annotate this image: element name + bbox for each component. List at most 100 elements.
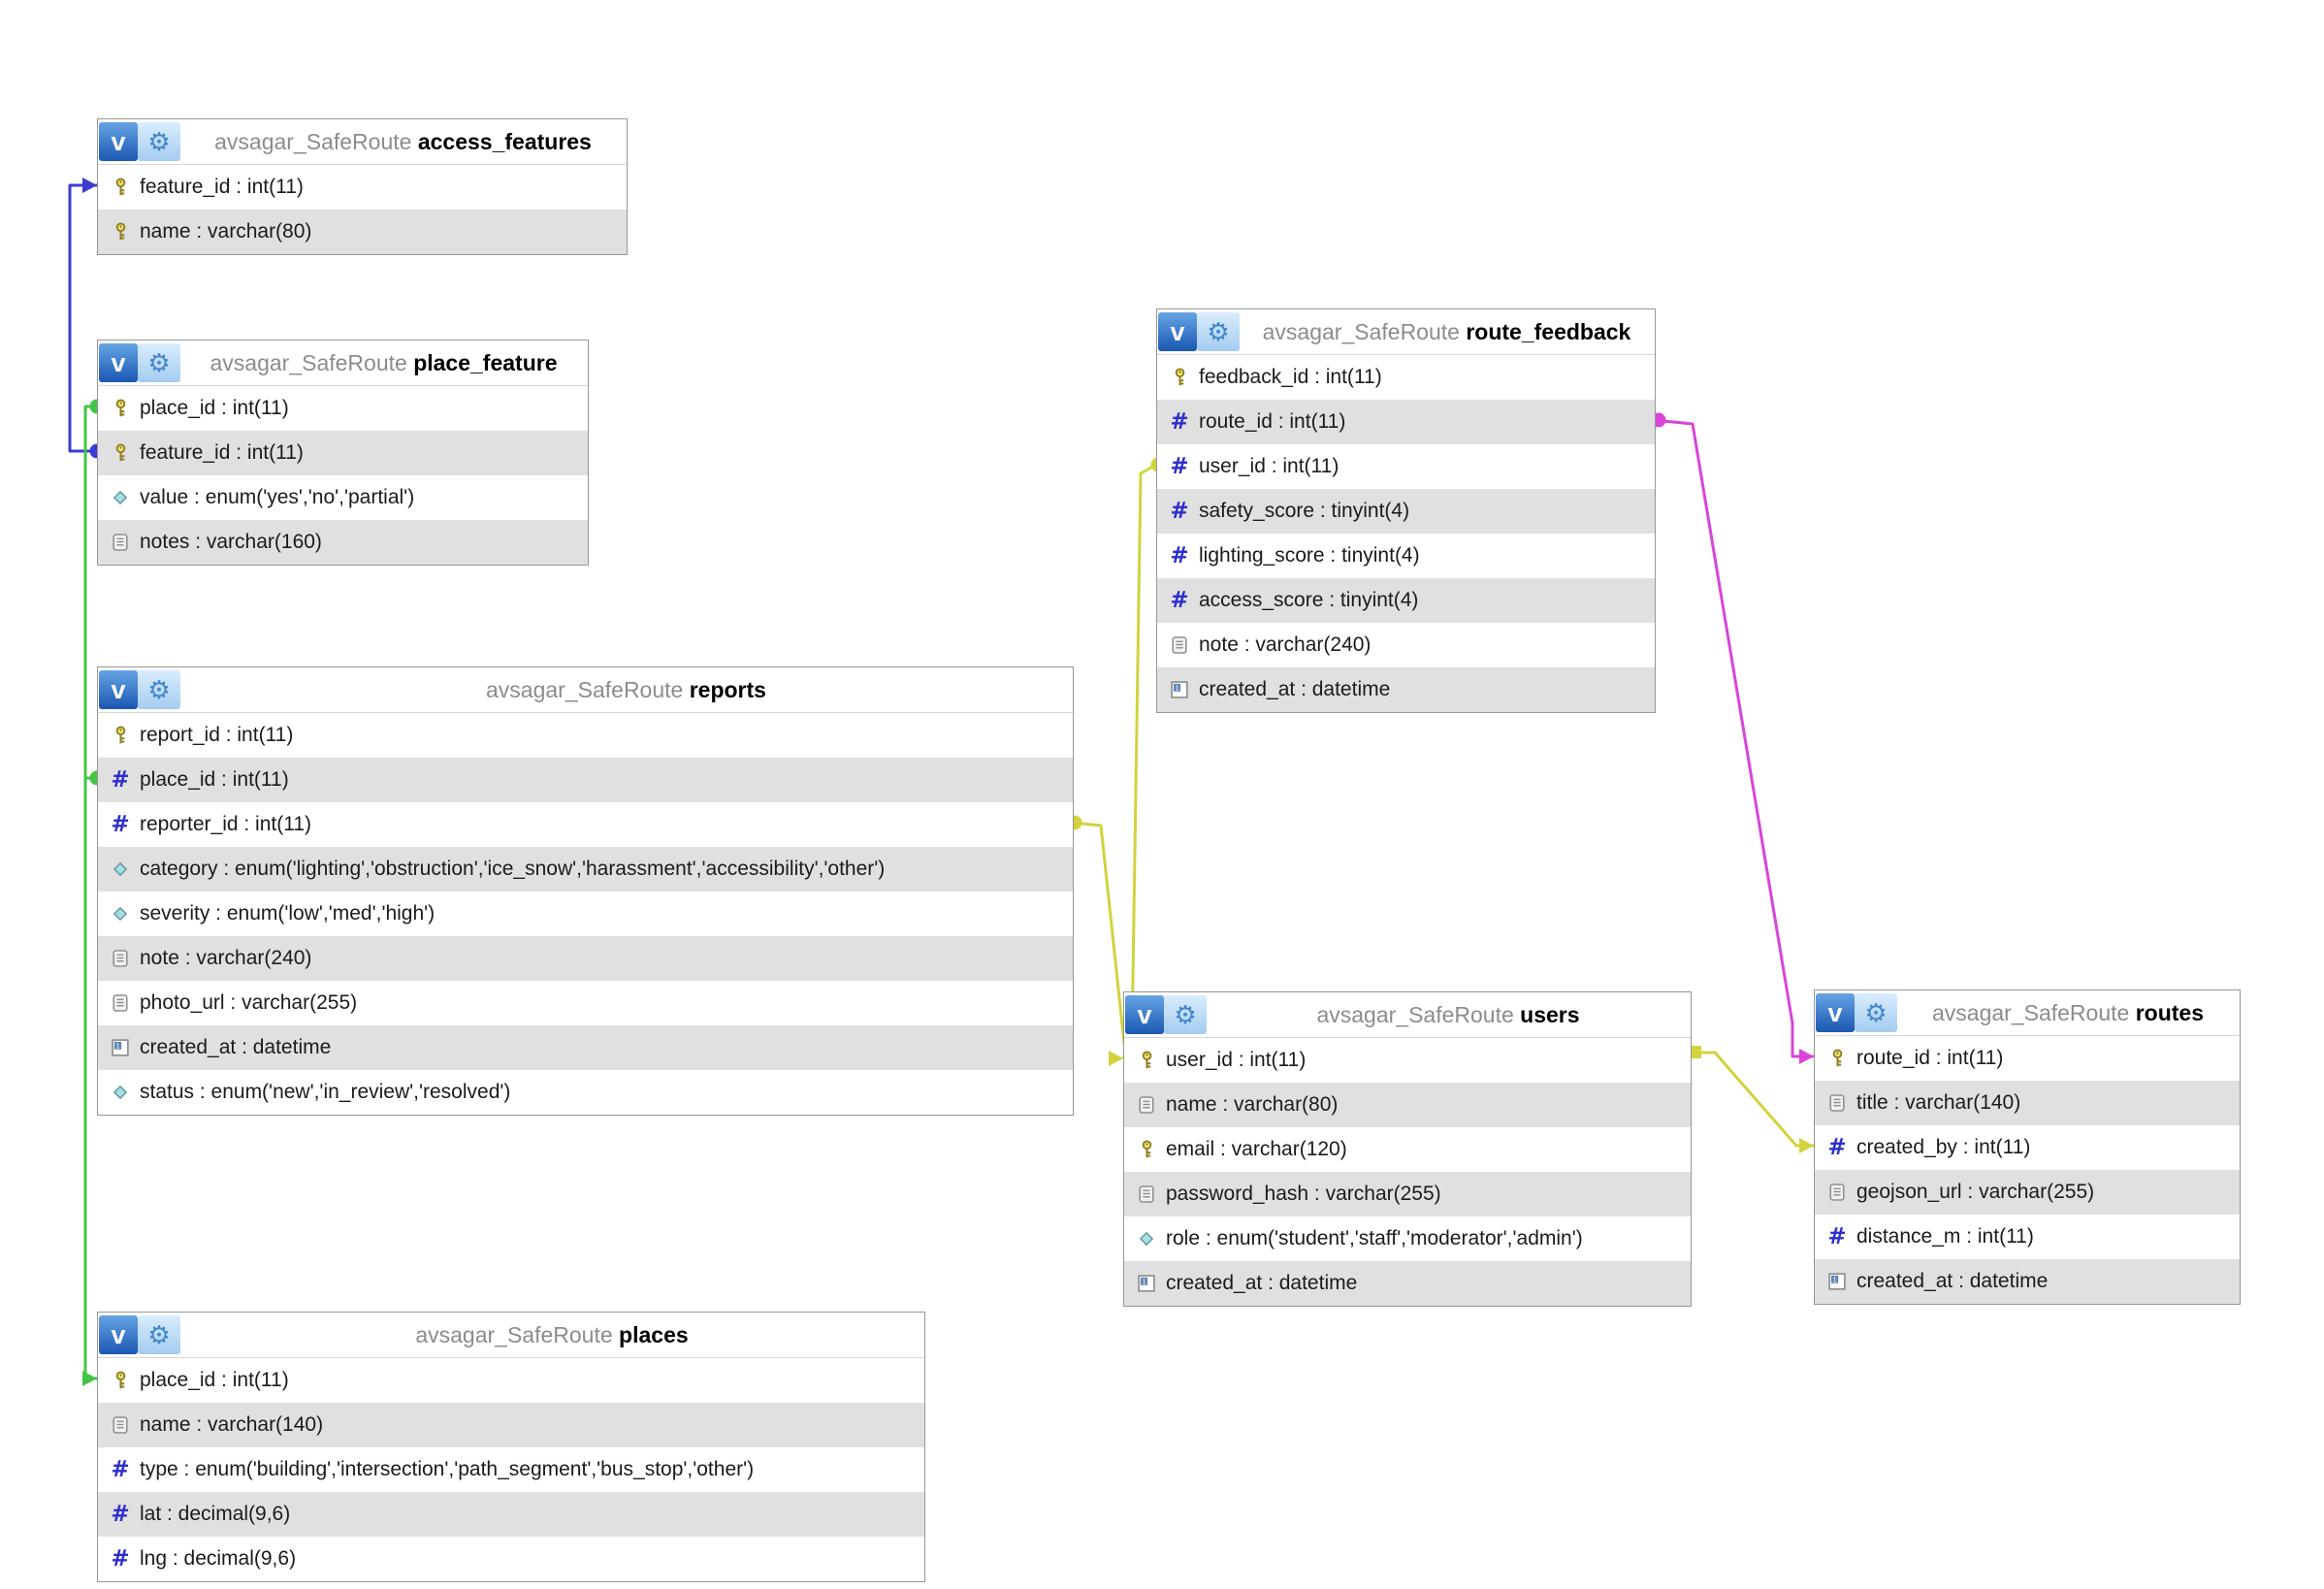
table-options-gear-icon[interactable]: ⚙ xyxy=(1197,312,1240,351)
table-options-gear-icon[interactable]: ⚙ xyxy=(138,122,180,161)
primary-key-icon xyxy=(1136,1051,1157,1070)
relation-place_feature_place_id-to-places_place_id xyxy=(83,405,97,1380)
primary-key-icon xyxy=(110,399,131,418)
table-header[interactable]: v⚙avsagar_SafeRoute routes xyxy=(1815,990,2240,1036)
column-feature_id[interactable]: feature_id : int(11) xyxy=(98,165,627,210)
datetime-icon: 1 xyxy=(110,1039,131,1056)
column-distance_m[interactable]: #distance_m : int(11) xyxy=(1815,1215,2240,1259)
table-header[interactable]: v⚙ avsagar_SafeRoute reports xyxy=(98,667,1073,713)
table-title: avsagar_SafeRoute reports xyxy=(486,676,766,702)
table-header[interactable]: v⚙avsagar_SafeRoute access_features xyxy=(98,119,627,165)
index-icon: # xyxy=(111,812,130,837)
primary-key-icon xyxy=(1136,1140,1157,1159)
column-place_id[interactable]: place_id : int(11) xyxy=(98,1358,924,1403)
column-place_id[interactable]: #place_id : int(11) xyxy=(98,758,1073,802)
relation-routes_created_by-to-users_user_id xyxy=(1690,1051,1814,1148)
column-photo_url[interactable]: photo_url : varchar(255) xyxy=(98,981,1073,1025)
column-feedback_id[interactable]: feedback_id : int(11) xyxy=(1157,355,1655,400)
index-icon: # xyxy=(111,767,130,793)
table-header[interactable]: v⚙avsagar_SafeRoute place_feature xyxy=(98,340,588,386)
index-icon: # xyxy=(111,1457,130,1482)
column-place_id[interactable]: place_id : int(11) xyxy=(98,386,588,431)
column-user_id[interactable]: #user_id : int(11) xyxy=(1157,444,1655,489)
toggle-view-icon[interactable]: v xyxy=(99,1315,138,1354)
toggle-view-icon[interactable]: v xyxy=(99,343,138,382)
text-field-icon xyxy=(1136,1184,1157,1204)
column-note[interactable]: note : varchar(240) xyxy=(98,936,1073,981)
relation-endpoint-arrow xyxy=(1799,1138,1814,1153)
toggle-view-icon[interactable]: v xyxy=(99,670,138,709)
table-reports[interactable]: v⚙ avsagar_SafeRoute reports report_id : i… xyxy=(97,666,1074,1116)
primary-key-icon xyxy=(110,178,131,197)
table-title: avsagar_SafeRoute route_feedback xyxy=(1262,318,1631,344)
column-status[interactable]: status : enum('new','in_review','resolve… xyxy=(98,1070,1073,1115)
column-title[interactable]: title : varchar(140) xyxy=(1815,1081,2240,1125)
table-header[interactable]: v⚙avsagar_SafeRoute places xyxy=(98,1313,924,1358)
primary-key-icon xyxy=(110,1371,131,1390)
column-route_id[interactable]: #route_id : int(11) xyxy=(1157,400,1655,444)
toggle-view-icon[interactable]: v xyxy=(99,122,138,161)
text-field-icon xyxy=(110,993,131,1013)
primary-key-icon xyxy=(110,443,131,463)
column-access_score[interactable]: #access_score : tinyint(4) xyxy=(1157,578,1655,623)
table-options-gear-icon[interactable]: ⚙ xyxy=(1855,993,1897,1032)
column-name[interactable]: name : varchar(140) xyxy=(98,1403,924,1447)
column-notes[interactable]: notes : varchar(160) xyxy=(98,520,588,565)
relation-route_feedback_route_id-to-routes_route_id xyxy=(1653,418,1814,1058)
column-type[interactable]: #type : enum('building','intersection','… xyxy=(98,1447,924,1492)
column-lng[interactable]: #lng : decimal(9,6) xyxy=(98,1537,924,1581)
svg-text:1: 1 xyxy=(116,1041,120,1050)
column-note[interactable]: note : varchar(240) xyxy=(1157,623,1655,667)
column-lat[interactable]: #lat : decimal(9,6) xyxy=(98,1492,924,1537)
table-options-gear-icon[interactable]: ⚙ xyxy=(138,1315,180,1354)
column-role[interactable]: role : enum('student','staff','moderator… xyxy=(1124,1216,1691,1261)
enum-icon xyxy=(1136,1231,1157,1247)
svg-text:1: 1 xyxy=(1176,683,1179,692)
column-geojson_url[interactable]: geojson_url : varchar(255) xyxy=(1815,1170,2240,1215)
text-field-icon xyxy=(1826,1183,1848,1202)
index-icon: # xyxy=(1170,588,1189,613)
toggle-view-icon[interactable]: v xyxy=(1816,993,1855,1032)
table-options-gear-icon[interactable]: ⚙ xyxy=(138,670,180,709)
table-header[interactable]: v⚙ avsagar_SafeRoute route_feedback xyxy=(1157,309,1655,355)
column-category[interactable]: category : enum('lighting','obstruction'… xyxy=(98,847,1073,892)
column-name[interactable]: name : varchar(80) xyxy=(1124,1083,1691,1127)
enum-icon xyxy=(110,906,131,922)
column-severity[interactable]: severity : enum('low','med','high') xyxy=(98,892,1073,936)
text-field-icon xyxy=(110,533,131,552)
datetime-icon: 1 xyxy=(1826,1273,1848,1290)
column-reporter_id[interactable]: #reporter_id : int(11) xyxy=(98,802,1073,847)
column-user_id[interactable]: user_id : int(11) xyxy=(1124,1038,1691,1083)
column-report_id[interactable]: report_id : int(11) xyxy=(98,713,1073,758)
enum-icon xyxy=(110,1085,131,1100)
table-options-gear-icon[interactable]: ⚙ xyxy=(138,343,180,382)
column-value[interactable]: value : enum('yes','no','partial') xyxy=(98,475,588,520)
column-safety_score[interactable]: #safety_score : tinyint(4) xyxy=(1157,489,1655,534)
primary-key-icon xyxy=(1826,1049,1848,1068)
column-password_hash[interactable]: password_hash : varchar(255) xyxy=(1124,1172,1691,1216)
table-options-gear-icon[interactable]: ⚙ xyxy=(1164,995,1207,1034)
index-icon: # xyxy=(1170,454,1189,479)
column-name[interactable]: name : varchar(80) xyxy=(98,210,627,254)
relation-reports_place_id-to-places_place_id xyxy=(83,776,97,1380)
index-icon: # xyxy=(1827,1135,1847,1160)
text-field-icon xyxy=(1826,1093,1848,1113)
toggle-view-icon[interactable]: v xyxy=(1158,312,1197,351)
column-feature_id[interactable]: feature_id : int(11) xyxy=(98,431,588,475)
column-created_by[interactable]: #created_by : int(11) xyxy=(1815,1125,2240,1170)
column-route_id[interactable]: route_id : int(11) xyxy=(1815,1036,2240,1081)
table-header[interactable]: v⚙avsagar_SafeRoute users xyxy=(1124,992,1691,1038)
column-lighting_score[interactable]: #lighting_score : tinyint(4) xyxy=(1157,534,1655,578)
toggle-view-icon[interactable]: v xyxy=(1125,995,1164,1034)
column-email[interactable]: email : varchar(120) xyxy=(1124,1127,1691,1172)
